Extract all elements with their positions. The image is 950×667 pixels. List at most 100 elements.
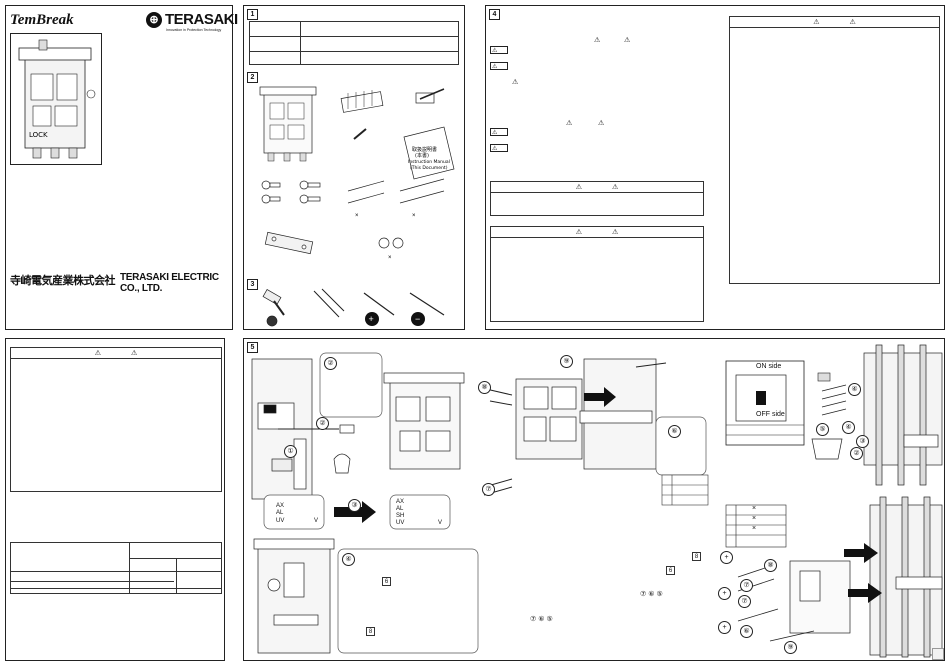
ref-box-6-b: 6 <box>666 566 675 575</box>
manual-en-line2: (This Document) <box>410 165 448 171</box>
unit-drawing <box>259 86 317 162</box>
caution-box-2: ⚠⚠ <box>490 226 704 322</box>
cover-panel: TemBreak ⊕ TERASAKI Innovation in Protec… <box>5 5 238 330</box>
bracket-drawing <box>264 231 314 255</box>
plus-marker-2: + <box>718 587 731 600</box>
section-3-number: 3 <box>247 279 258 290</box>
terasaki-emblem-icon: ⊕ <box>146 11 162 28</box>
caution-box-1: ⚠⚠ <box>490 181 704 216</box>
sections-1-3-panel: 1 2 <box>243 5 465 330</box>
step-9-marker: ⑨ <box>560 355 573 368</box>
ref-box-6: 6 <box>382 577 391 586</box>
minus-symbol: − <box>415 314 420 324</box>
svg-text:LOCK: LOCK <box>29 131 48 139</box>
step-5-marker: ⑤ <box>816 423 829 436</box>
pin-drawing <box>353 128 367 140</box>
manual-jp-line2: (本書) <box>415 152 429 159</box>
plus-marker-3: + <box>718 621 731 634</box>
section-5-number: 5 <box>247 342 258 353</box>
table-times-3: × <box>752 525 757 532</box>
step-3-marker-right: ③ <box>856 435 869 448</box>
caution-tag: ⚠ <box>490 62 508 70</box>
section-2-number: 2 <box>247 72 258 83</box>
ref-box-8-b: 8 <box>692 552 701 561</box>
hammer-icon <box>262 289 285 327</box>
warning-icon: ⚠ <box>594 37 601 44</box>
terminal-uv-label: UV <box>276 518 285 524</box>
company-name-en: TERASAKI ELECTRIC CO., LTD. <box>120 272 219 294</box>
terminal-al-label-2: AL <box>396 506 404 512</box>
warning-icon: ⚠ <box>512 79 519 86</box>
on-side-label: ON side <box>756 363 782 370</box>
maker-logo: ⊕ TERASAKI <box>146 11 238 28</box>
section-1-number: 1 <box>247 9 258 20</box>
ref-box-8: 8 <box>366 627 375 636</box>
step-2-marker-right: ② <box>850 447 863 460</box>
installation-diagram <box>251 344 943 658</box>
company-name-jp: 寺崎電気産業株式会社 <box>10 275 116 287</box>
manual-jp-line1: 取扱説明書 <box>412 146 437 153</box>
section-4-number: 4 <box>489 9 500 20</box>
breaker-illustration: LOCK <box>18 39 96 159</box>
step-9-marker-right: ⑨ <box>784 641 797 654</box>
caution-tag: ⚠ <box>490 128 508 136</box>
terminal-ax-label: AX <box>276 503 285 509</box>
section-5-panel: 5 <box>243 338 945 661</box>
terminal-sh-label-2: SH <box>396 513 405 519</box>
step-8-marker-right: ⑧ <box>764 559 777 572</box>
tools-illustrations: + − <box>262 288 445 327</box>
terminal-al-label: AL <box>276 510 284 516</box>
product-photo: LOCK <box>10 33 102 165</box>
warning-icon: ⚠ <box>566 120 573 127</box>
qty-times-3: × <box>388 255 392 261</box>
caution-tag: ⚠ <box>490 46 508 54</box>
step-6-marker: ⑥ <box>668 425 681 438</box>
connector-drawing <box>340 90 384 113</box>
nuts-drawing <box>378 237 404 249</box>
step-7-marker-right: ⑦ <box>740 579 753 592</box>
table-times-1: × <box>752 505 757 512</box>
phillips-screwdriver-icon <box>363 292 395 316</box>
maker-tagline: Innovation in Protection Technology <box>166 28 222 32</box>
step-2-marker-b: ② <box>316 417 329 430</box>
caution-tag: ⚠ <box>490 144 508 152</box>
manual-en-line1: Instruction Manual <box>408 159 450 165</box>
step-4-marker-right: ④ <box>848 383 861 396</box>
page-corner-fold-icon <box>932 648 944 660</box>
step-8-marker: ⑧ <box>478 381 491 394</box>
parts-illustrations: 取扱説明書 (本書) Instruction Manual (This Docu… <box>259 86 455 261</box>
flat-screwdriver-icon <box>409 292 445 316</box>
plus-marker-1: + <box>720 551 733 564</box>
pliers-icon <box>313 288 345 318</box>
plus-symbol: + <box>369 314 374 324</box>
step-7-marker-right-b: ⑦ <box>738 595 751 608</box>
caution-box-right: ⚠⚠ <box>729 16 940 284</box>
step-3-marker: ③ <box>348 499 361 512</box>
off-side-label: OFF side <box>756 411 785 418</box>
section-4-panel: 4 ⚠ ⚠ ⚠ ⚠ ⚠ ⚠ ⚠ ⚠ ⚠ ⚠⚠ ⚠⚠ ⚠⚠ <box>485 5 945 330</box>
warning-icon: ⚠ <box>624 37 631 44</box>
screws-row <box>261 178 445 204</box>
step-1-marker: ① <box>284 445 297 458</box>
step-4-marker-right-b: ④ <box>842 421 855 434</box>
terminal-uv-label-2: UV <box>396 520 405 526</box>
bottom-table <box>10 542 222 594</box>
qty-times-1: × <box>355 213 359 219</box>
step-7-marker: ⑦ <box>482 483 495 496</box>
step-6-marker-right: ⑥ <box>740 625 753 638</box>
sequence-text-2: ⑦ ⑥ ⑤ <box>530 616 553 623</box>
caution-box-left: ⚠⚠ <box>10 347 222 492</box>
qty-times-2: × <box>412 213 416 219</box>
terminal-v-label-2: V <box>438 520 443 526</box>
table-times-2: × <box>752 515 757 522</box>
manual-booklet-drawing: 取扱説明書 (本書) Instruction Manual (This Docu… <box>403 126 455 180</box>
terminal-v-label: V <box>314 518 319 524</box>
step-4-marker: ④ <box>342 553 355 566</box>
key-drawing <box>415 88 445 104</box>
step-2-marker: ② <box>324 357 337 370</box>
terminal-ax-label-2: AX <box>396 499 405 505</box>
brand-logo: TemBreak <box>10 12 74 28</box>
sequence-text: ⑦ ⑥ ⑤ <box>640 591 663 598</box>
warning-icon: ⚠ <box>598 120 605 127</box>
spec-table <box>249 21 459 65</box>
